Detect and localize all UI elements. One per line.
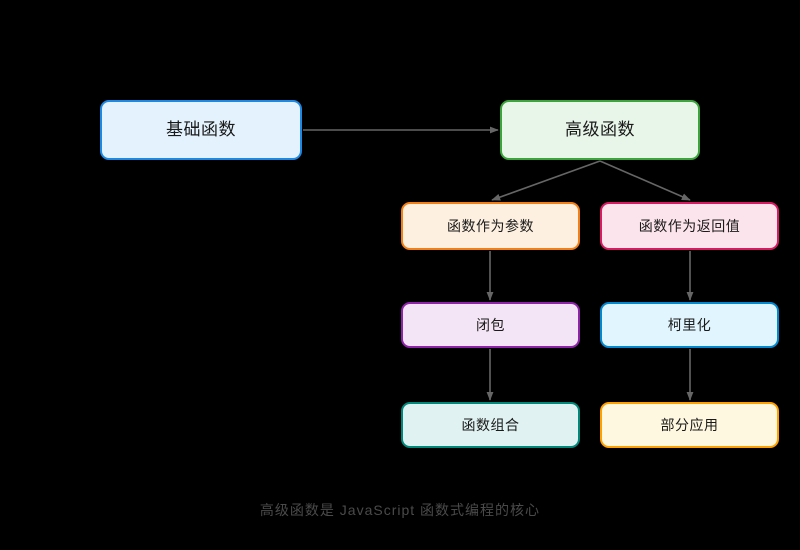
node-function-as-return-value[interactable]: 函数作为返回值	[600, 202, 779, 250]
node-label-partial-application: 部分应用	[660, 416, 719, 433]
node-label-function-as-return-value: 函数作为返回值	[638, 217, 741, 234]
node-label-function-as-argument: 函数作为参数	[447, 217, 534, 234]
node-closure[interactable]: 闭包	[401, 302, 580, 348]
node-partial-application[interactable]: 部分应用	[600, 402, 779, 448]
edge-higher-to-argument	[491, 160, 601, 201]
edge-higher-to-return	[599, 160, 691, 201]
node-label-base-function: 基础函数	[166, 119, 236, 139]
node-function-composition[interactable]: 函数组合	[401, 402, 580, 448]
node-label-currying: 柯里化	[667, 316, 712, 333]
node-label-closure: 闭包	[476, 316, 505, 333]
node-label-higher-order-function: 高级函数	[565, 119, 635, 139]
node-function-as-argument[interactable]: 函数作为参数	[401, 202, 580, 250]
diagram-caption: 高级函数是 JavaScript 函数式编程的核心	[259, 502, 541, 518]
node-currying[interactable]: 柯里化	[600, 302, 779, 348]
node-base-function[interactable]: 基础函数	[100, 100, 302, 160]
node-label-function-composition: 函数组合	[461, 416, 520, 433]
node-higher-order-function[interactable]: 高级函数	[500, 100, 700, 160]
